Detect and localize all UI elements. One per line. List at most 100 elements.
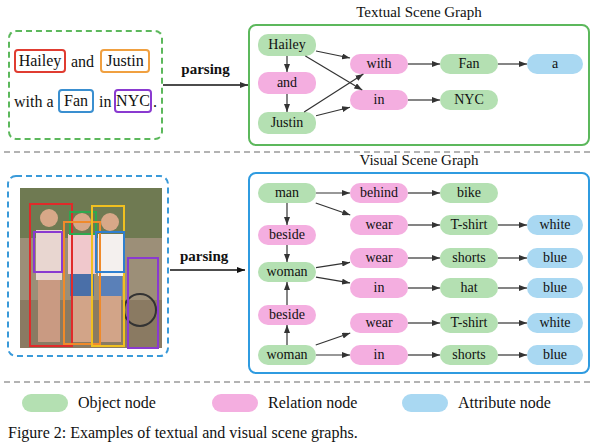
connector (316, 192, 350, 193)
node-text: NYC (454, 92, 484, 108)
object-node: man (258, 183, 316, 203)
connector (408, 257, 440, 258)
connector (304, 74, 363, 112)
graph-frame: Textual Scene GraphHaileyandJustinwithin… (248, 24, 590, 146)
relation-node: beside (258, 225, 316, 245)
object-node: Fan (440, 54, 498, 74)
arrow-label: parsing (180, 248, 228, 265)
node-text: wear (365, 315, 392, 331)
object-node: NYC (440, 90, 498, 110)
connector (316, 107, 350, 116)
attribute-node: white (527, 313, 583, 333)
node-text: and (277, 75, 297, 91)
connector (286, 203, 287, 225)
relation-node: wear (350, 248, 408, 268)
connector (498, 63, 527, 64)
node-text: T-shirt (451, 217, 488, 233)
relation-node: with (350, 54, 408, 74)
node-text: in (374, 92, 385, 108)
connector (286, 245, 287, 262)
attribute-node: blue (527, 278, 583, 298)
object-node: T-shirt (440, 313, 498, 333)
node-text: beside (269, 307, 305, 323)
connector (408, 63, 440, 64)
object-node: T-shirt (440, 215, 498, 235)
node-text: bike (457, 185, 481, 201)
object-node: woman (258, 262, 316, 282)
sentence-box: andwith ain.HaileyJustinFanNYC (8, 30, 163, 140)
object-node: woman (258, 345, 316, 365)
separator-line (4, 381, 594, 383)
legend-text: Object node (78, 393, 156, 413)
legend-swatch (22, 394, 68, 412)
node-text: wear (365, 217, 392, 233)
attribute-node: a (527, 54, 583, 74)
connector (408, 99, 440, 100)
node-text: blue (543, 347, 567, 363)
connector (408, 354, 440, 355)
object-node: shorts (440, 248, 498, 268)
connector (316, 277, 350, 283)
sentence-word: with a (14, 92, 54, 112)
node-text: wear (365, 250, 392, 266)
connector (286, 94, 287, 112)
object-node: Hailey (258, 34, 316, 56)
relation-node: in (350, 345, 408, 365)
connector (408, 192, 440, 193)
node-text: in (374, 280, 385, 296)
connector (316, 333, 351, 345)
connector (408, 322, 440, 323)
node-text: man (275, 185, 299, 201)
object-node: bike (440, 183, 498, 203)
node-text: Fan (64, 92, 88, 110)
edge-label: parsing (181, 61, 229, 78)
object-node: hat (440, 278, 498, 298)
node-text: T-shirt (451, 315, 488, 331)
object-node: shorts (440, 345, 498, 365)
node-text: woman (266, 347, 307, 363)
relation-node: and (258, 72, 316, 94)
node-text: blue (543, 250, 567, 266)
figure-caption: Figure 2: Examples of textual and visual… (8, 423, 358, 443)
sentence-word: in (99, 92, 111, 112)
node-text: NYC (116, 92, 150, 110)
connector (286, 325, 287, 345)
node-text: beside (269, 227, 305, 243)
node-text: woman (266, 264, 307, 280)
node-text: Justin (271, 115, 304, 131)
relation-node: wear (350, 313, 408, 333)
connector (498, 322, 527, 323)
node-text: Hailey (19, 52, 62, 70)
node-text: with (367, 56, 392, 72)
image-frame (8, 176, 168, 356)
node-text: shorts (452, 250, 485, 266)
node-text: Justin (106, 52, 143, 70)
attribute-node: white (527, 215, 583, 235)
legend-text: Relation node (268, 393, 357, 413)
node-text: behind (360, 185, 398, 201)
connector (498, 224, 527, 225)
graph-frame: Visual Scene GraphmanbehindbikewearT-shi… (248, 172, 590, 374)
node-text: Hailey (268, 37, 305, 53)
connector (305, 56, 362, 90)
legend-swatch (402, 394, 448, 412)
node-text: in (374, 347, 385, 363)
node-text: blue (543, 280, 567, 296)
entity-word-box: Justin (100, 49, 150, 73)
connector (286, 56, 287, 72)
relation-node: behind (350, 183, 408, 203)
sentence-word: . (153, 92, 157, 112)
legend-swatch (212, 394, 258, 412)
relation-node: in (350, 278, 408, 298)
node-text: shorts (452, 347, 485, 363)
parsing-arrow (170, 269, 245, 271)
connector (498, 257, 527, 258)
connector (316, 354, 350, 355)
connector (498, 354, 527, 355)
object-node: Justin (258, 112, 316, 134)
relation-node: in (350, 90, 408, 110)
connector (316, 203, 351, 215)
connector (498, 287, 527, 288)
relation-node: beside (258, 305, 316, 325)
legend-text: Attribute node (458, 393, 551, 413)
